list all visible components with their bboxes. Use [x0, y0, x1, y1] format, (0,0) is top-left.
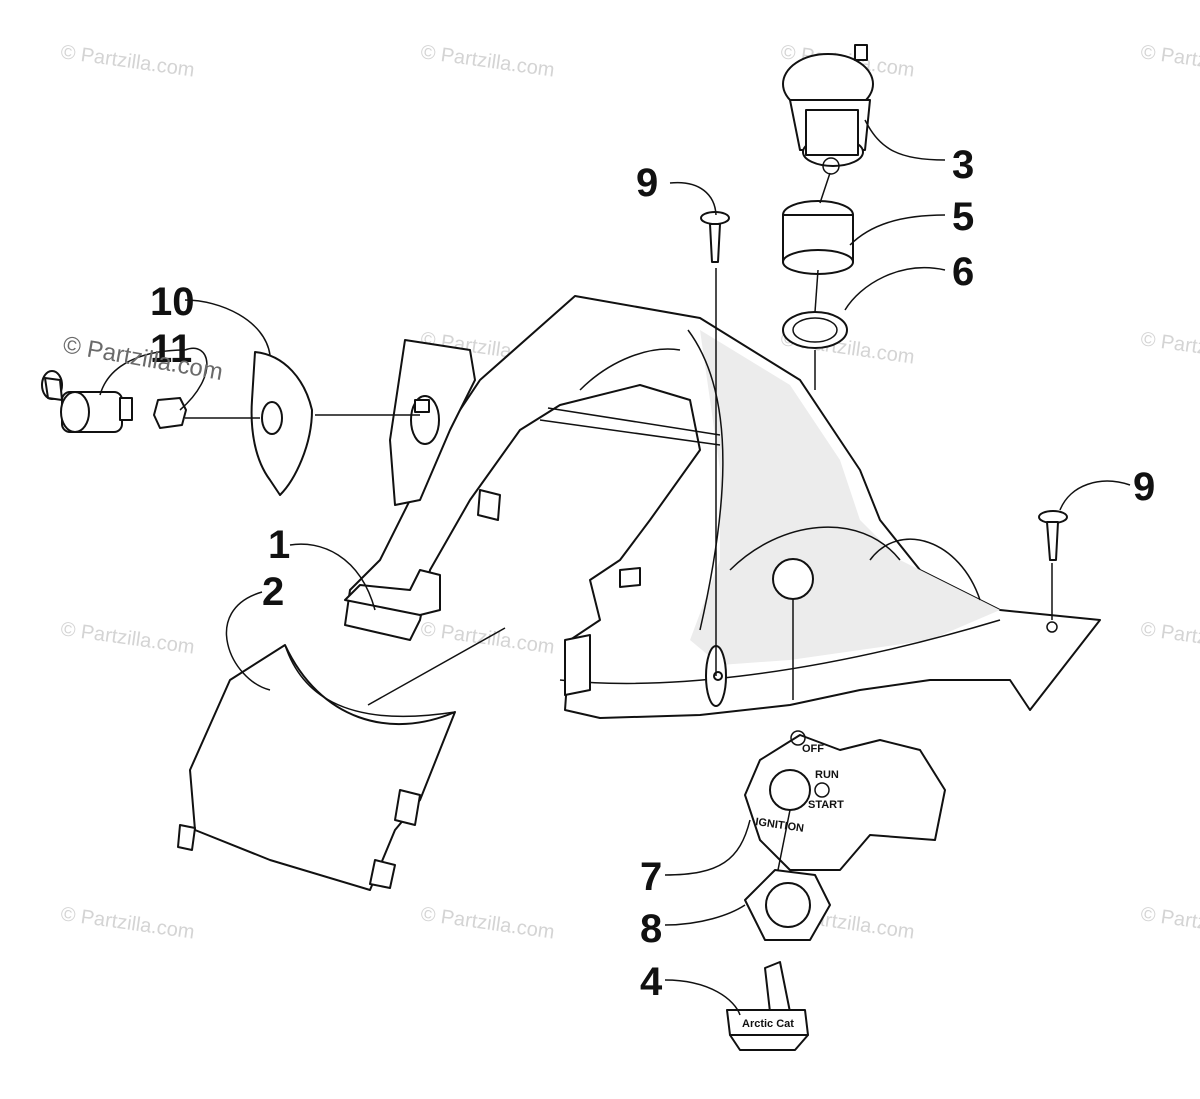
screw-part-9-upper	[700, 211, 730, 263]
ignition-switch-part-3	[782, 44, 874, 175]
plate-label-run: RUN	[815, 769, 839, 781]
callout-9-right: 9	[1133, 465, 1155, 509]
leader-lines	[99, 119, 1131, 1016]
ignition-key-part-4: Arctic Cat	[726, 961, 809, 1051]
callout-6: 6	[952, 250, 974, 294]
watermark: © Partzilla.com	[59, 903, 196, 944]
lock-washer-part-6	[782, 311, 848, 349]
callout-2: 2	[262, 570, 284, 614]
callout-labels: 1 2 3 4 5 6 7 8 9 9 10 11	[150, 143, 1155, 1004]
callout-7: 7	[640, 855, 662, 899]
watermark: © Partzilla.com	[419, 41, 556, 82]
callout-10: 10	[150, 280, 195, 324]
callout-1: 1	[268, 523, 290, 567]
callout-8: 8	[640, 907, 662, 951]
watermark: © Partzilla.com	[1139, 41, 1200, 82]
callout-3: 3	[952, 143, 974, 187]
ignition-plate-part-7: OFF RUN START IGNITION	[744, 730, 946, 871]
accessory-plate-part-10	[250, 351, 313, 496]
plate-label-off: OFF	[802, 743, 824, 755]
watermark: © Partzilla.com	[59, 618, 196, 659]
switch-bezel-part-5	[782, 200, 854, 275]
plate-label-start: START	[808, 799, 844, 811]
callout-11: 11	[150, 327, 192, 371]
watermark-prominent: © Partzilla.com	[61, 331, 225, 386]
screw-part-9-right	[1038, 510, 1068, 561]
watermark: © Partzilla.com	[1139, 328, 1200, 369]
callout-4: 4	[640, 960, 663, 1004]
watermark: © Partzilla.com	[1139, 903, 1200, 944]
callout-9-upper: 9	[636, 161, 658, 205]
key-brand-text: Arctic Cat	[742, 1018, 794, 1030]
hex-nut-part-8	[744, 869, 831, 941]
watermark: © Partzilla.com	[1139, 618, 1200, 659]
watermark: © Partzilla.com	[59, 41, 196, 82]
power-outlet-part-11	[41, 370, 187, 433]
watermark: © Partzilla.com	[419, 903, 556, 944]
lower-cover-part-2	[177, 627, 506, 891]
dash-housing-part-1	[344, 295, 1101, 719]
callout-5: 5	[952, 195, 974, 239]
screw-hole	[1046, 621, 1058, 633]
